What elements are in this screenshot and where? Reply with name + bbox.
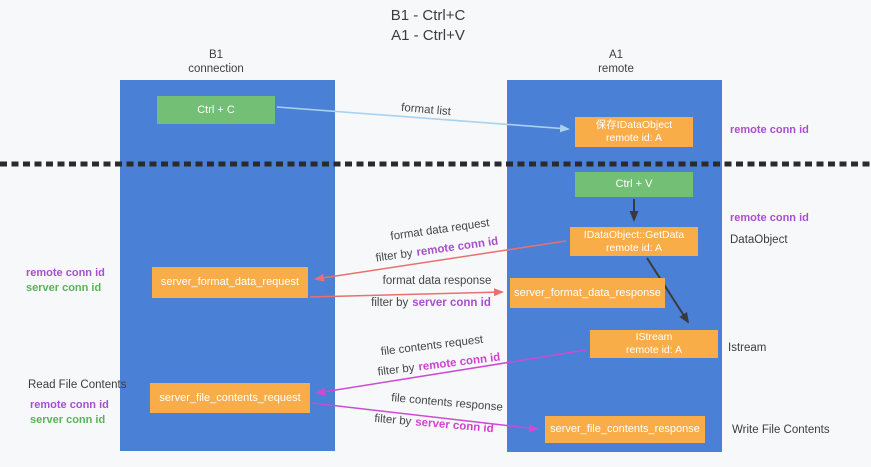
server-file-contents-request-label: server_file_contents_request (159, 391, 301, 404)
right-dataobject-label: DataObject (730, 234, 788, 246)
node-server-file-contents-request: server_file_contents_request (150, 383, 310, 413)
left-server-conn-id-1-label: server conn id (26, 282, 102, 294)
format-data-response-text: format data response (382, 275, 492, 287)
format-data-response-label: format data response (383, 275, 492, 287)
filter-by-text: filter by (373, 412, 412, 428)
server-format-data-request-label: server_format_data_request (160, 276, 300, 288)
right-remote-conn-id-mid-label: remote conn id (730, 212, 809, 224)
node-ctrl-c: Ctrl + C (157, 96, 275, 124)
lane-header-a1: A1 remote (536, 48, 696, 76)
left-conn-id-group-1: remote conn id server conn id (26, 266, 105, 296)
getdata-line2: remote id: A (605, 241, 663, 254)
ctrl-c-label: Ctrl + C (197, 103, 235, 116)
left-conn-id-group-2: remote conn id server conn id (30, 398, 109, 428)
left-server-conn-id-2-label: server conn id (30, 414, 106, 426)
save-idataobject-line1: 保存IDataObject (595, 119, 673, 131)
server-conn-id-key: server conn id (414, 416, 495, 436)
save-idataobject-line2: remote id: A (605, 132, 663, 144)
filter-by-text: filter by (375, 247, 414, 265)
format-list-label: format list (401, 102, 452, 118)
lane-b1-name: B1 (208, 49, 224, 61)
lane-a1-name: A1 (608, 49, 624, 61)
ctrl-v-label: Ctrl + V (615, 178, 653, 190)
istream-line1: IStream (635, 331, 673, 343)
remote-conn-id-key: remote conn id (415, 235, 499, 259)
server-file-contents-response-label: server_file_contents_response (550, 423, 700, 435)
lane-a1-role: remote (598, 63, 634, 75)
right-istream-label: Istream (728, 342, 767, 354)
right-write-file-contents-label: Write File Contents (732, 424, 830, 436)
left-remote-conn-id-2-label: remote conn id (30, 399, 109, 411)
node-server-file-contents-response: server_file_contents_response (545, 416, 705, 443)
server-conn-id-key: server conn id (412, 297, 491, 309)
diagram-title: B1 - Ctrl+C A1 - Ctrl+V (328, 6, 528, 46)
remote-conn-id-key: remote conn id (417, 351, 502, 374)
server-format-data-response-label: server_format_data_response (514, 286, 661, 299)
node-ctrl-v: Ctrl + V (575, 172, 693, 197)
node-istream: IStream remote id: A (590, 330, 718, 358)
format-data-response-filter-label: filter by server conn id (371, 297, 491, 309)
node-idataobject-getdata: IDataObject::GetData remote id: A (570, 227, 698, 256)
filter-by-text: filter by (371, 297, 409, 309)
file-contents-response-text: file contents response (390, 392, 504, 414)
getdata-line1: IDataObject::GetData (583, 228, 685, 241)
node-server-format-data-response: server_format_data_response (510, 278, 665, 308)
right-remote-conn-id-top-label: remote conn id (730, 124, 809, 136)
node-save-idataobject: 保存IDataObject remote id: A (575, 117, 693, 147)
istream-line2: remote id: A (625, 344, 683, 356)
file-contents-response-label: file contents response (391, 392, 503, 414)
file-contents-response-filter-label: filter by server conn id (374, 413, 494, 435)
filter-by-text: filter by (376, 362, 416, 379)
lane-header-b1: B1 connection (136, 48, 296, 76)
title-line-2: A1 - Ctrl+V (391, 27, 465, 44)
title-line-1: B1 - Ctrl+C (390, 7, 466, 24)
left-remote-conn-id-1-label: remote conn id (26, 267, 105, 279)
format-list-text: format list (400, 101, 452, 119)
left-read-file-contents-label: Read File Contents (28, 379, 127, 391)
lane-b1-role: connection (188, 63, 244, 75)
node-server-format-data-request: server_format_data_request (152, 267, 308, 298)
